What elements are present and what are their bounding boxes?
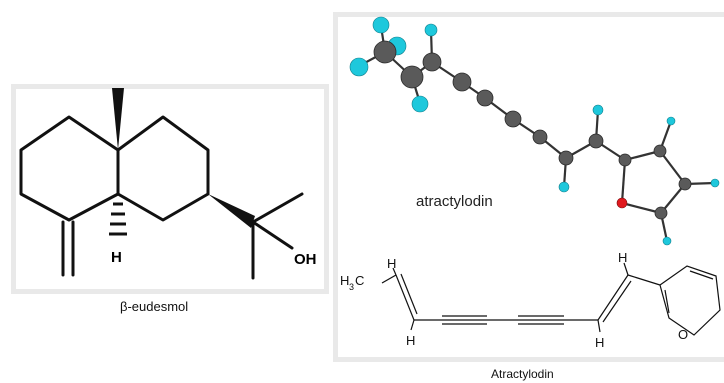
furan-oxygen-label: O bbox=[678, 327, 688, 342]
hydroxyl-label: OH bbox=[294, 251, 317, 268]
methyl-wedge bbox=[112, 88, 124, 150]
alkene-h-bottom-left-label: H bbox=[406, 333, 415, 348]
atractylodin-caption: Atractylodin bbox=[491, 367, 554, 381]
methyl-subscript-label: 3 bbox=[349, 282, 354, 292]
atractylodin-panel bbox=[333, 12, 724, 362]
alkene-h-top-right-label: H bbox=[618, 250, 627, 265]
alkene-h-top-left-label: H bbox=[387, 256, 396, 271]
methyl-h-label: H bbox=[340, 273, 349, 288]
beta-eudesmol-caption: β-eudesmol bbox=[120, 299, 189, 314]
model-label: atractylodin bbox=[416, 193, 493, 210]
methyl-c-label: C bbox=[355, 273, 364, 288]
hydrogen-label: H bbox=[111, 249, 122, 266]
ring-right bbox=[116, 115, 210, 222]
oxygen-atom bbox=[616, 197, 628, 209]
carbon-atoms bbox=[373, 40, 692, 220]
hashed-bond bbox=[109, 202, 127, 236]
alkene-h-bottom-right-label: H bbox=[595, 335, 604, 350]
side-chain-wedge bbox=[208, 194, 255, 228]
